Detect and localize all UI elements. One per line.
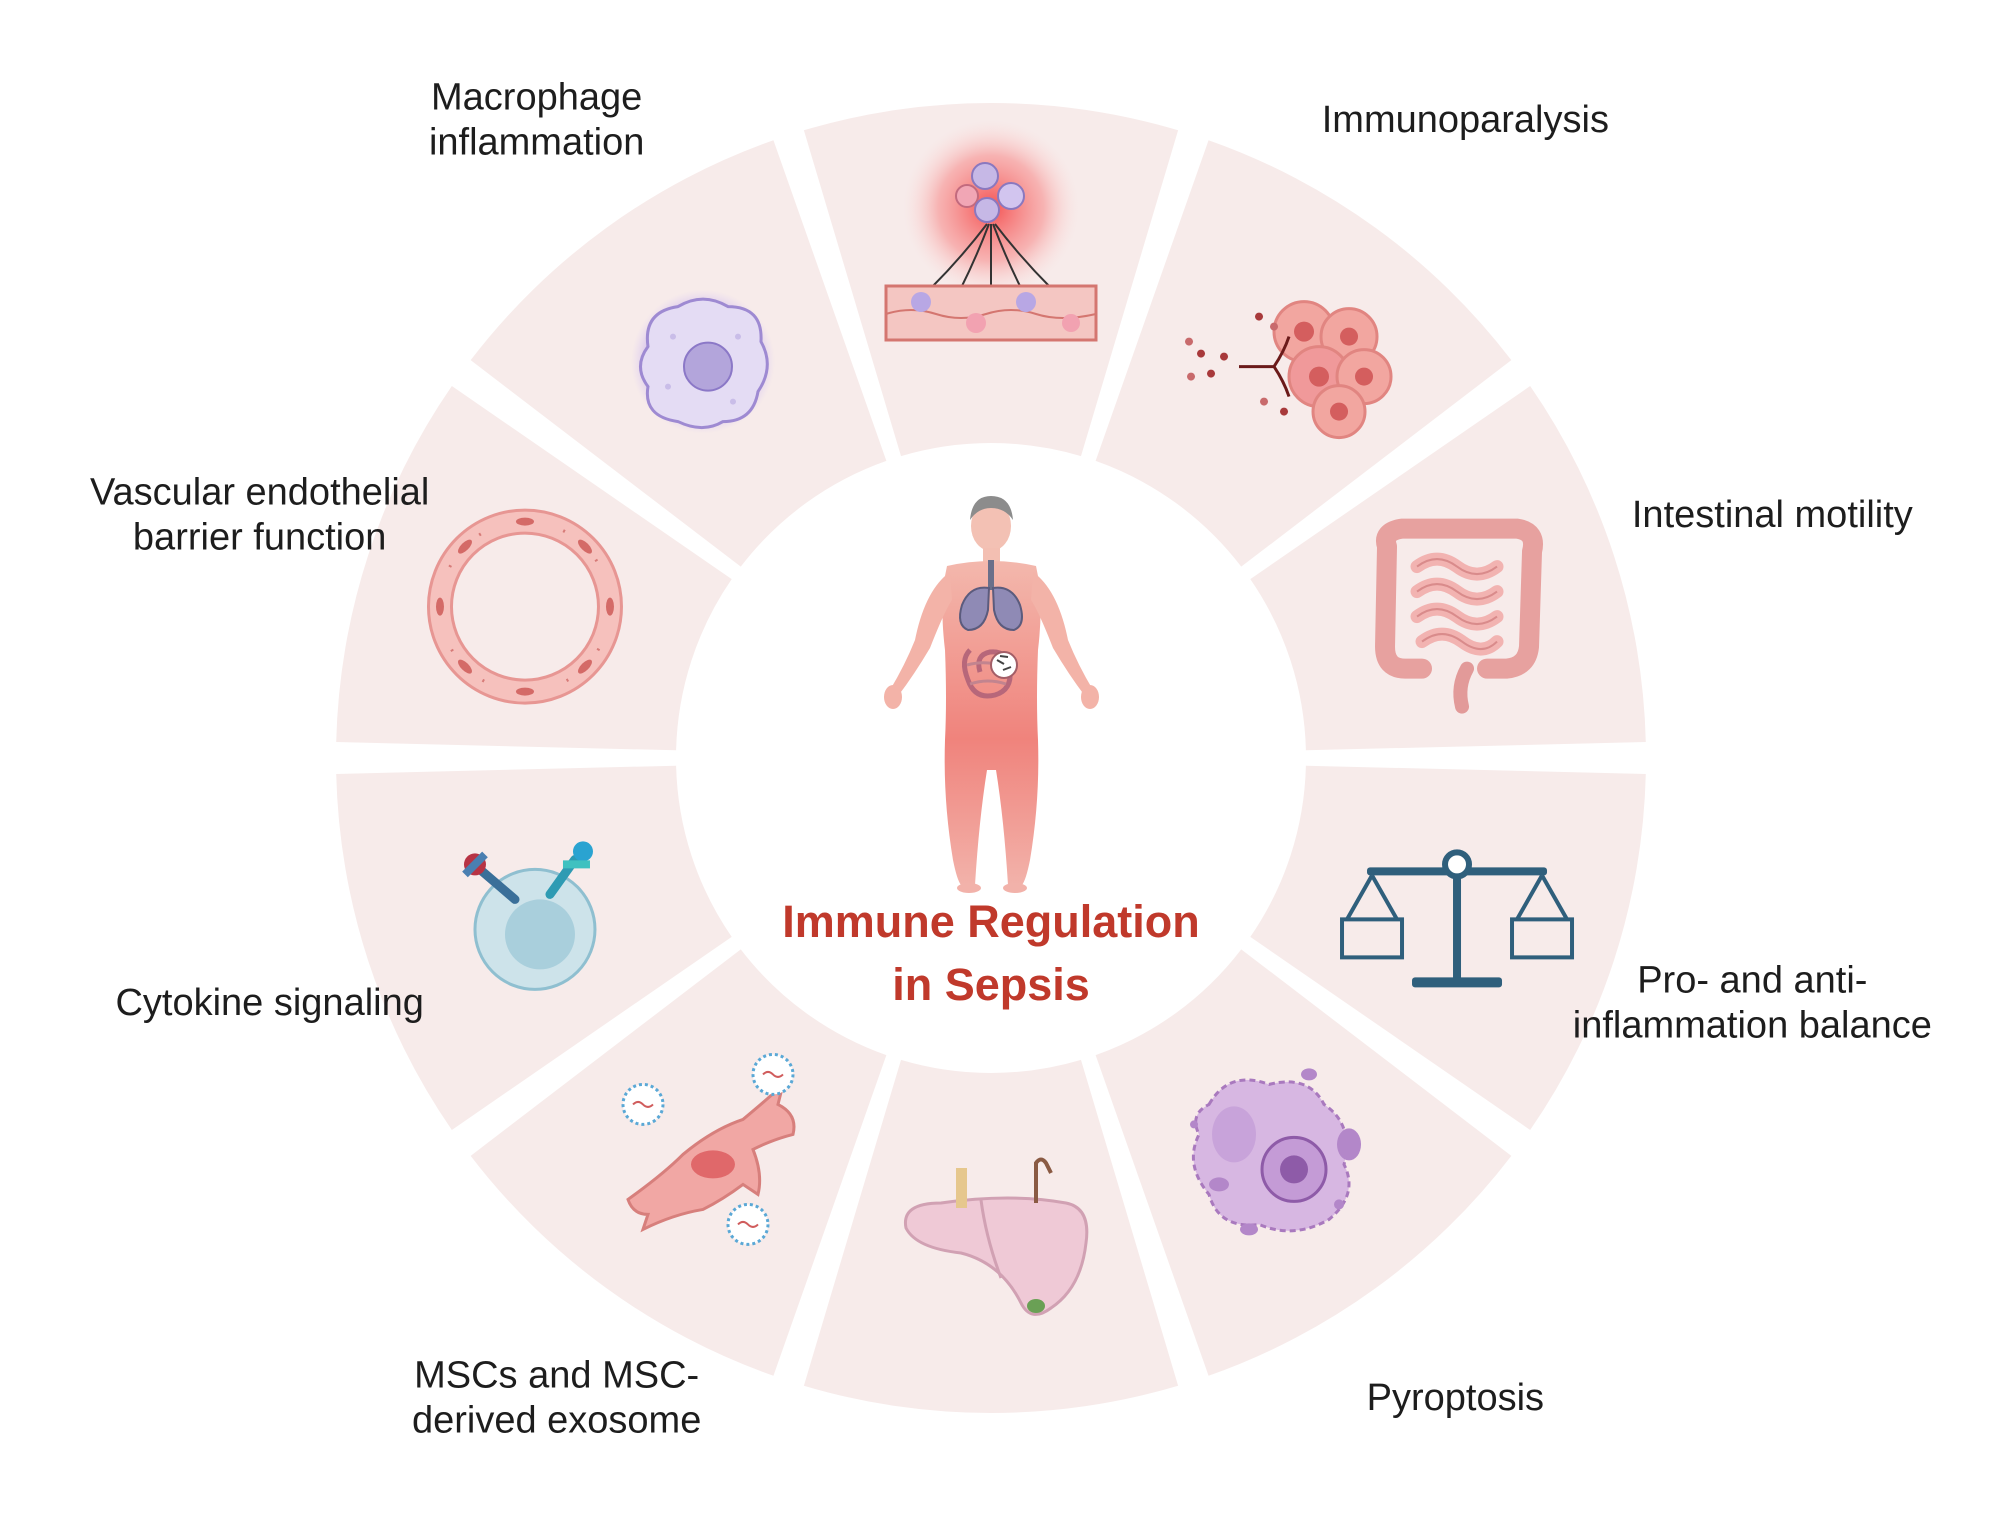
endothelial-ring-icon (426, 508, 623, 705)
segment-label-1: Immunoparalysis (1322, 99, 1609, 141)
liver-icon (903, 1157, 1089, 1316)
balance-scale-icon (1340, 849, 1575, 988)
segment-endothelial-ring (336, 386, 732, 751)
center-title-line1: Immune Regulation (782, 896, 1200, 947)
segment-label-line: derived exosome (412, 1400, 701, 1442)
segment-label-line: inflammation (429, 121, 644, 163)
neutrophil-recruitment-icon (884, 120, 1098, 342)
macrophage-icon (630, 289, 775, 434)
center-title-line2: in Sepsis (892, 959, 1090, 1010)
msc-exosome-icon (621, 1052, 796, 1246)
immune-cell-cluster-icon (1185, 300, 1393, 440)
pyroptotic-cell-icon (1190, 1068, 1362, 1236)
segment-label-line: Macrophage (431, 76, 642, 118)
segment-label-line: Pyroptosis (1367, 1377, 1544, 1419)
segment-label-6: MSCs and MSC-derived exosome (412, 1355, 701, 1442)
segment-label-line: Cytokine signaling (115, 982, 423, 1024)
segment-label-line: inflammation balance (1573, 1005, 1932, 1047)
segment-label-7: Cytokine signaling (115, 982, 423, 1024)
segment-balance-scale (1250, 765, 1646, 1130)
human-body-icon (884, 496, 1099, 893)
segment-label-line: Intestinal motility (1632, 494, 1913, 536)
segment-label-3: Pro- and anti-inflammation balance (1573, 960, 1932, 1047)
segment-label-line: barrier function (133, 516, 386, 558)
segment-label-line: Pro- and anti- (1637, 960, 1867, 1002)
segment-labels: Neutrophil recruitmentand functionImmuno… (90, 76, 1932, 1442)
cytokine-receptor-cell-icon (462, 841, 597, 991)
segment-label-2: Intestinal motility (1632, 494, 1913, 536)
segment-label-line: Vascular endothelial (90, 471, 429, 513)
segment-label-4: Pyroptosis (1367, 1377, 1544, 1419)
intestine-icon (1375, 518, 1543, 714)
segment-label-line: Immunoparalysis (1322, 99, 1609, 141)
segment-label-line: MSCs and MSC- (414, 1355, 699, 1397)
